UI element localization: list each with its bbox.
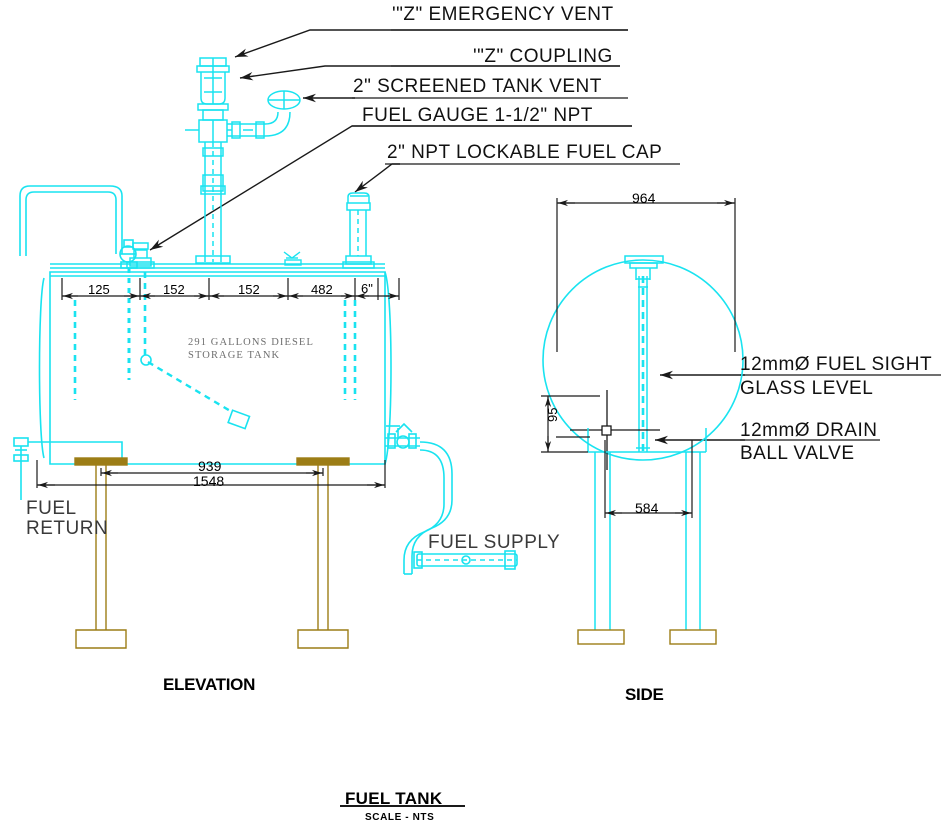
side-view <box>541 198 744 645</box>
label-fuel-return-line1: FUEL <box>26 498 77 519</box>
dim-584: 584 <box>635 500 659 516</box>
label-fuel-return-line2: RETURN <box>26 518 109 539</box>
side-leg-base-plates <box>577 629 717 645</box>
dim-939: 939 <box>198 458 222 474</box>
callout-drain-valve-line2: BALL VALVE <box>740 443 855 464</box>
internal-float-arm <box>147 360 233 414</box>
callout-drain-valve-line1: 12mmØ DRAIN <box>740 420 878 441</box>
internal-tube <box>73 272 357 400</box>
side-sight-glass-tube <box>636 276 650 452</box>
fuel-cap-assembly <box>342 192 375 269</box>
internal-float <box>140 354 251 430</box>
fuel-supply-piping <box>385 422 518 575</box>
elevation-legs <box>74 457 350 649</box>
side-width-dimension <box>556 198 736 352</box>
dim-482: 482 <box>311 282 333 297</box>
tank-shell <box>38 271 392 465</box>
dim-125: 125 <box>88 282 110 297</box>
side-top-nozzle <box>624 255 664 280</box>
side-legs <box>594 452 701 630</box>
elevation-top-dimensions <box>61 278 400 300</box>
side-leg-dimension <box>604 440 693 518</box>
side-drop-dimension <box>541 395 600 453</box>
tank-note-line1: 291 GALLONS DIESEL <box>188 337 314 348</box>
side-drain-valve <box>570 390 660 470</box>
fuel-return-piping <box>13 185 138 500</box>
tank-top-strip <box>50 263 385 269</box>
view-label-elevation: ELEVATION <box>163 675 256 694</box>
dim-152-a: 152 <box>163 282 185 297</box>
view-label-side: SIDE <box>625 685 664 704</box>
emergency-vent-assembly <box>185 57 301 264</box>
callout-screened-tank-vent: 2" SCREENED TANK VENT <box>353 76 602 97</box>
dim-6in: 6" <box>361 281 373 296</box>
callout-underlines <box>352 29 941 441</box>
elevation-view <box>13 57 518 649</box>
leader-fuel-cap <box>354 163 400 193</box>
dim-95: 95 <box>545 407 560 422</box>
label-fuel-supply: FUEL SUPPLY <box>428 532 561 553</box>
callout-lockable-fuel-cap: 2" NPT LOCKABLE FUEL CAP <box>387 142 663 163</box>
dim-964: 964 <box>632 190 656 206</box>
drawing-title: FUEL TANK <box>345 789 443 808</box>
callout-sight-glass-line1: 12mmØ FUEL SIGHT <box>740 354 933 375</box>
drawing-scale: SCALE - NTS <box>365 812 435 823</box>
dim-1548: 1548 <box>193 473 225 489</box>
side-tank-circle <box>542 259 744 461</box>
callout-emergency-vent: '"Z" EMERGENCY VENT <box>392 4 614 25</box>
dim-152-b: 152 <box>238 282 260 297</box>
callout-z-coupling: '"Z" COUPLING <box>473 46 613 67</box>
callout-sight-glass-line2: GLASS LEVEL <box>740 378 874 399</box>
elevation-bottom-dimensions <box>36 460 386 489</box>
callout-fuel-gauge: FUEL GAUGE 1-1/2" NPT <box>362 105 593 126</box>
tank-top-fitting <box>283 251 302 266</box>
tank-note-line2: STORAGE TANK <box>188 350 281 361</box>
